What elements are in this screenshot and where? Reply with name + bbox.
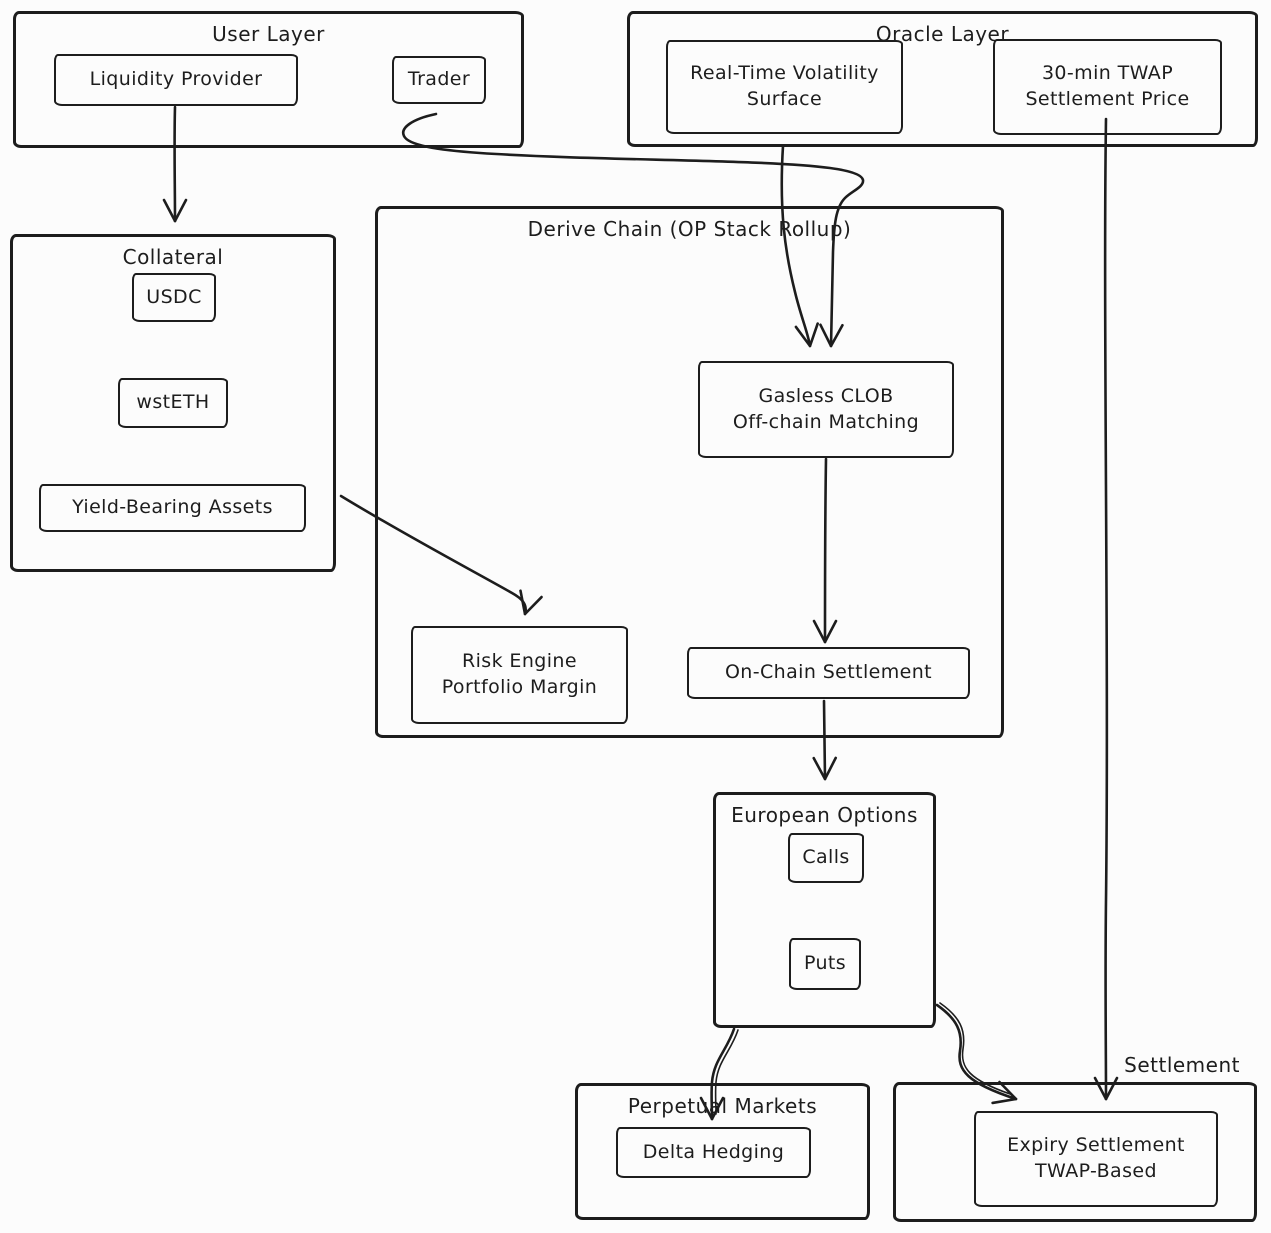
volatility-surface-node: Real-Time Volatility Surface [666, 40, 903, 134]
puts-node: Puts [789, 938, 861, 990]
collateral-group: Collateral [10, 234, 336, 572]
gasless-clob-node: Gasless CLOB Off-chain Matching [698, 361, 954, 458]
perpetual-markets-title: Perpetual Markets [627, 1094, 818, 1118]
calls-node: Calls [788, 833, 864, 883]
gasless-clob-label-line2: Off-chain Matching [732, 410, 920, 433]
delta-hedging-label: Delta Hedging [642, 1140, 785, 1163]
settlement-group: Settlement [893, 1053, 1257, 1222]
liquidity-provider-node: Liquidity Provider [54, 54, 298, 106]
expiry-settlement-label-line2: TWAP-Based [1035, 1160, 1157, 1182]
risk-engine-node: Risk Engine Portfolio Margin [411, 626, 628, 724]
yield-bearing-assets-label: Yield-Bearing Assets [72, 496, 273, 519]
risk-engine-label-line2: Portfolio Margin [441, 676, 598, 698]
trader-label: Trader [407, 68, 471, 91]
user-layer-group: User Layer [13, 11, 524, 148]
yield-bearing-assets-node: Yield-Bearing Assets [39, 484, 306, 532]
wsteth-node: wstETH [118, 378, 228, 428]
arrow-twap-to-expiry-settlement [1093, 117, 1119, 1101]
twap-price-label-line1: 30-min TWAP [1041, 62, 1174, 85]
onchain-settlement-node: On-Chain Settlement [687, 647, 970, 699]
delta-hedging-node: Delta Hedging [616, 1127, 811, 1178]
volatility-surface-label-line2: Surface [746, 88, 823, 110]
puts-label: Puts [803, 952, 847, 975]
usdc-label: USDC [146, 285, 202, 308]
risk-engine-label-line1: Risk Engine [462, 650, 577, 673]
european-options-group: European Options [713, 792, 936, 1028]
onchain-settlement-label: On-Chain Settlement [724, 661, 933, 684]
liquidity-provider-label: Liquidity Provider [89, 68, 263, 91]
expiry-settlement-node: Expiry Settlement TWAP-Based [974, 1111, 1218, 1207]
derive-chain-title: Derive Chain (OP Stack Rollup) [527, 217, 852, 241]
usdc-node: USDC [132, 273, 216, 322]
gasless-clob-label-line1: Gasless CLOB [758, 384, 894, 407]
twap-price-label-line2: Settlement Price [1025, 88, 1190, 110]
calls-label: Calls [802, 846, 850, 869]
expiry-settlement-label-line1: Expiry Settlement [1007, 1134, 1185, 1157]
user-layer-title: User Layer [212, 22, 325, 46]
collateral-title: Collateral [122, 245, 224, 269]
settlement-label: Settlement [1124, 1053, 1240, 1077]
wsteth-label: wstETH [136, 391, 210, 414]
arrow-european-options-to-expiry-settlement-sketch [939, 1002, 1011, 1095]
trader-node: Trader [392, 56, 486, 104]
twap-price-node: 30-min TWAP Settlement Price [993, 39, 1222, 135]
european-options-title: European Options [731, 803, 918, 827]
volatility-surface-label-line1: Real-Time Volatility [690, 62, 879, 85]
